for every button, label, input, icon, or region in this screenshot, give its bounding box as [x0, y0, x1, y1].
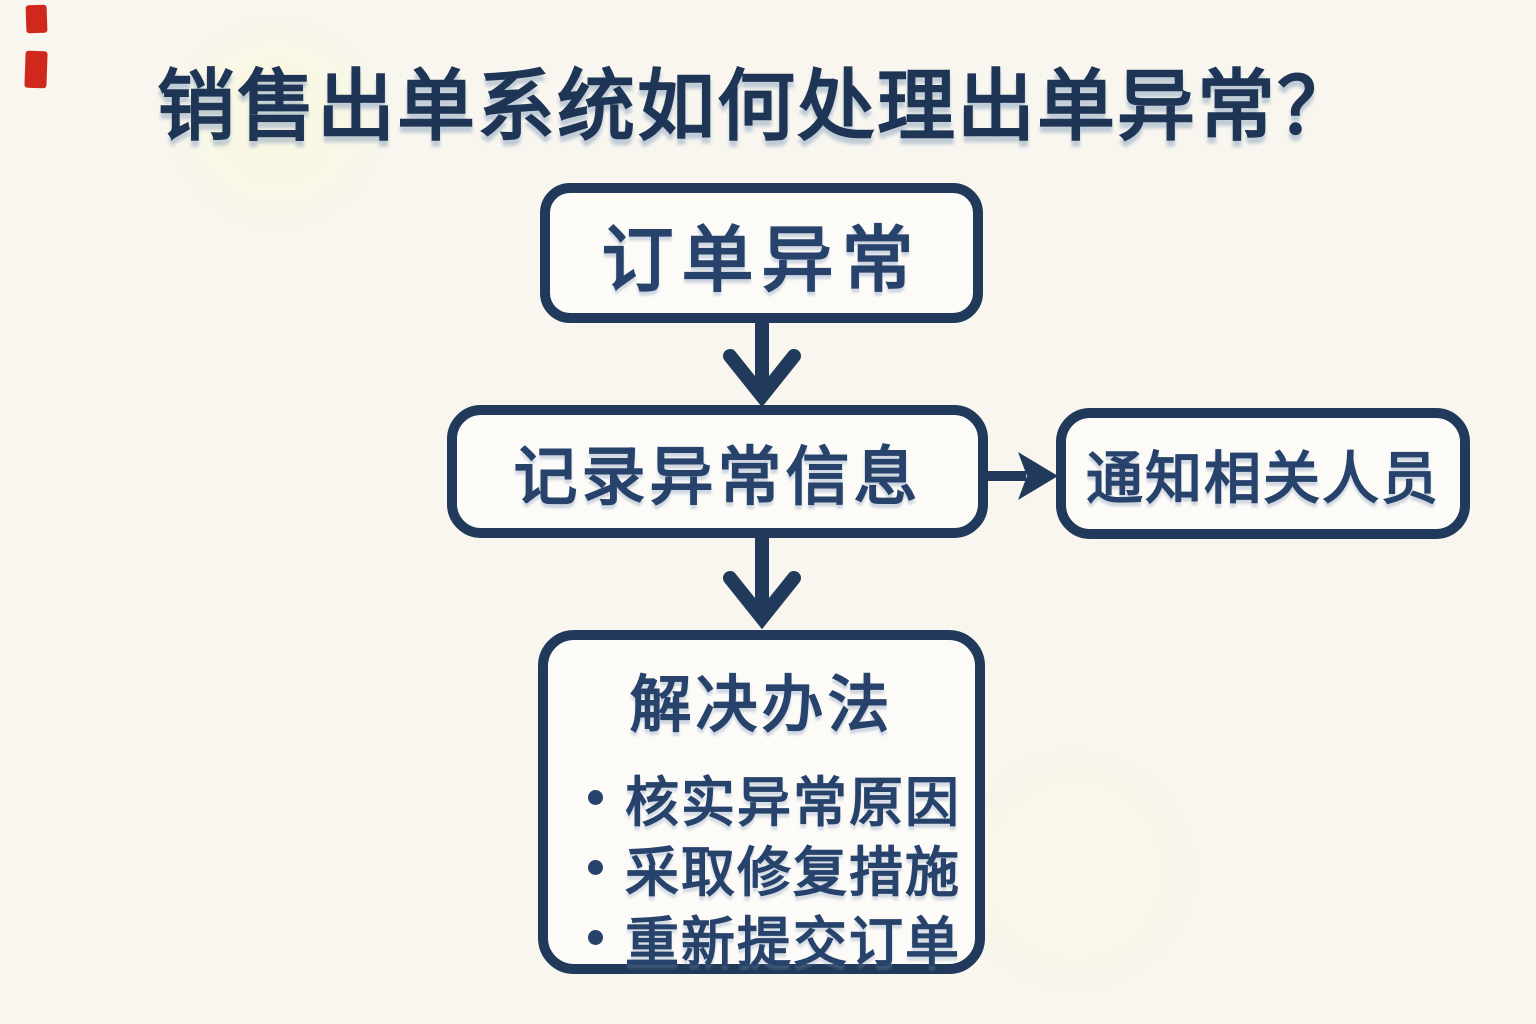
- page-title: 销售出单系统如何处理出单异常？: [156, 62, 1357, 150]
- node-record-info: 记录异常信息: [447, 405, 988, 538]
- bullet-text: 核实异常原因: [625, 772, 961, 833]
- node-solution-label: 解决办法: [629, 671, 894, 740]
- arrow-down-icon: [723, 535, 801, 630]
- list-item: 重新提交订单: [588, 902, 967, 973]
- red-artifact-mark-top: [25, 4, 48, 34]
- node-solution: 解决办法 核实异常原因 采取修复措施 重新提交订单: [538, 630, 985, 974]
- bullet-dot-icon: [588, 789, 603, 805]
- bullet-dot-icon: [588, 929, 603, 945]
- node-record-info-label: 记录异常信息: [513, 440, 922, 513]
- node-order-exception: 订单异常: [540, 183, 983, 323]
- list-item: 采取修复措施: [588, 832, 967, 903]
- node-notify-staff-label: 通知相关人员: [1086, 446, 1440, 511]
- arrow-down-icon: [723, 320, 801, 408]
- node-notify-staff: 通知相关人员: [1056, 408, 1470, 539]
- bullet-dot-icon: [588, 859, 603, 875]
- node-order-exception-label: 订单异常: [601, 220, 922, 301]
- arrow-right-icon: [986, 452, 1058, 500]
- bullet-text: 采取修复措施: [625, 842, 961, 903]
- list-item: 核实异常原因: [588, 762, 967, 833]
- solution-bullet-list: 核实异常原因 采取修复措施 重新提交订单: [588, 762, 967, 973]
- bullet-text: 重新提交订单: [625, 912, 961, 973]
